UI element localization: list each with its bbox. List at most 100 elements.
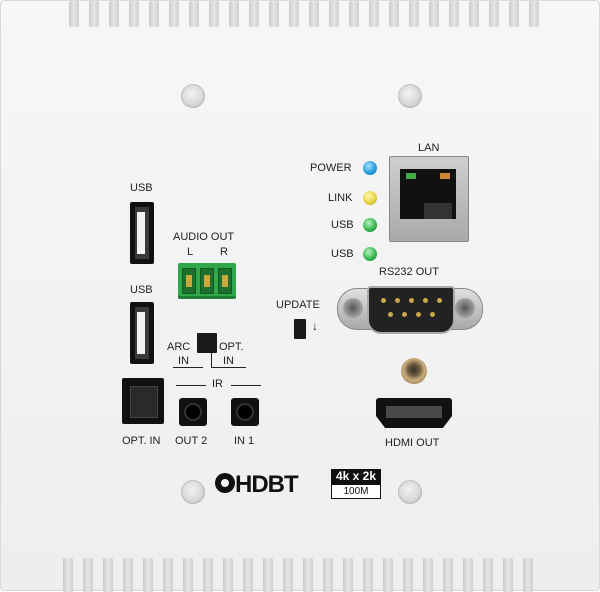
vent-slot (69, 1, 79, 27)
screw-top-right (398, 84, 422, 108)
lan-port-slot (424, 203, 452, 219)
usb-led-label-1: USB (331, 219, 354, 231)
vent-slot (523, 558, 533, 592)
usb-led-1 (363, 218, 377, 232)
audio-out-terminal-block[interactable] (178, 263, 236, 299)
vent-slot (163, 558, 173, 592)
hdbt-logo-text: HDBT (235, 471, 299, 498)
usb-port-2[interactable] (130, 302, 154, 364)
hdmi-out-opening (386, 406, 442, 418)
vent-slot (343, 558, 353, 592)
vent-slot (89, 1, 99, 27)
vent-slot (269, 1, 279, 27)
opt-bracket (211, 353, 246, 368)
terminal-pin-3 (218, 268, 232, 294)
vent-slot (363, 558, 373, 592)
link-led (363, 191, 377, 205)
hdmi-out-label: HDMI OUT (385, 437, 440, 449)
rs232-pin (381, 298, 386, 303)
ir-divider-left (176, 385, 206, 386)
rs232-pin (430, 312, 435, 317)
audio-out-label: AUDIO OUT (173, 231, 235, 243)
terminal-pin-2 (200, 268, 214, 294)
vent-slot (323, 558, 333, 592)
optical-in-port[interactable] (122, 378, 164, 424)
ground-post (401, 358, 427, 384)
vent-slot (529, 1, 539, 27)
ir-label: IR (212, 378, 223, 390)
vent-slot (309, 1, 319, 27)
rs232-pin (416, 312, 421, 317)
vent-slot (203, 558, 213, 592)
arc-in-label: IN (178, 355, 189, 367)
vent-slot (449, 1, 459, 27)
rs232-screw-left (343, 298, 363, 318)
rs232-pin (437, 298, 442, 303)
lan-port-green-led (406, 173, 416, 179)
lan-label: LAN (418, 142, 440, 154)
rs232-out-port[interactable] (337, 284, 483, 334)
ir-out-2-jack[interactable] (179, 398, 207, 426)
screw-bottom-right (398, 480, 422, 504)
opt-in-port-label: OPT. IN (122, 435, 161, 447)
rs232-screw-right (455, 298, 475, 318)
vent-slot (189, 1, 199, 27)
vent-slot (483, 558, 493, 592)
power-led-label: POWER (310, 162, 352, 174)
hdbt-logo-mark-icon (215, 473, 235, 493)
terminal-pin-1 (182, 268, 196, 294)
update-switch[interactable] (294, 319, 306, 339)
vent-slot (423, 558, 433, 592)
vent-slot (83, 558, 93, 592)
vent-slot (103, 558, 113, 592)
arc-bracket (173, 353, 203, 368)
vent-slot (463, 558, 473, 592)
update-label: UPDATE (276, 299, 320, 311)
vent-slot (183, 558, 193, 592)
vent-slot (209, 1, 219, 27)
usb-port-2-tongue (137, 312, 145, 354)
vent-slot (369, 1, 379, 27)
lan-port[interactable] (389, 156, 469, 242)
hdmi-out-port[interactable] (376, 398, 452, 428)
rs232-pin (409, 298, 414, 303)
ir-out-2-label: OUT 2 (175, 435, 208, 447)
rs232-pin (388, 312, 393, 317)
vent-slot (443, 558, 453, 592)
usb-port-1[interactable] (130, 202, 154, 264)
vent-slot (303, 558, 313, 592)
rs232-out-label: RS232 OUT (379, 266, 439, 278)
vent-slot (123, 558, 133, 592)
screw-top-left (181, 84, 205, 108)
ir-in-1-jack[interactable] (231, 398, 259, 426)
link-led-label: LINK (328, 192, 353, 204)
vent-slot (349, 1, 359, 27)
rs232-pin (395, 298, 400, 303)
vent-slot (249, 1, 259, 27)
vent-slot (403, 558, 413, 592)
usb-port-label-1: USB (130, 182, 153, 194)
vent-slot (243, 558, 253, 592)
audio-r-label: R (220, 246, 228, 258)
arc-label: ARC (167, 341, 191, 353)
vent-slot (469, 1, 479, 27)
vent-slot (383, 558, 393, 592)
power-led (363, 161, 377, 175)
opt-in-switch-label: IN (223, 355, 234, 367)
usb-port-1-tongue (137, 212, 145, 254)
vent-slot (509, 1, 519, 27)
vent-slot (223, 558, 233, 592)
vent-slot (149, 1, 159, 27)
vent-slot (289, 1, 299, 27)
lan-port-cavity (400, 169, 456, 219)
rs232-pin (402, 312, 407, 317)
arc-opt-selector-switch[interactable] (197, 333, 217, 353)
vent-slot (329, 1, 339, 27)
audio-l-label: L (187, 246, 194, 258)
vent-slot (489, 1, 499, 27)
vent-slot (389, 1, 399, 27)
usb-led-label-2: USB (331, 248, 354, 260)
usb-led-2 (363, 247, 377, 261)
hdbt-logo: HDBT (213, 469, 317, 499)
